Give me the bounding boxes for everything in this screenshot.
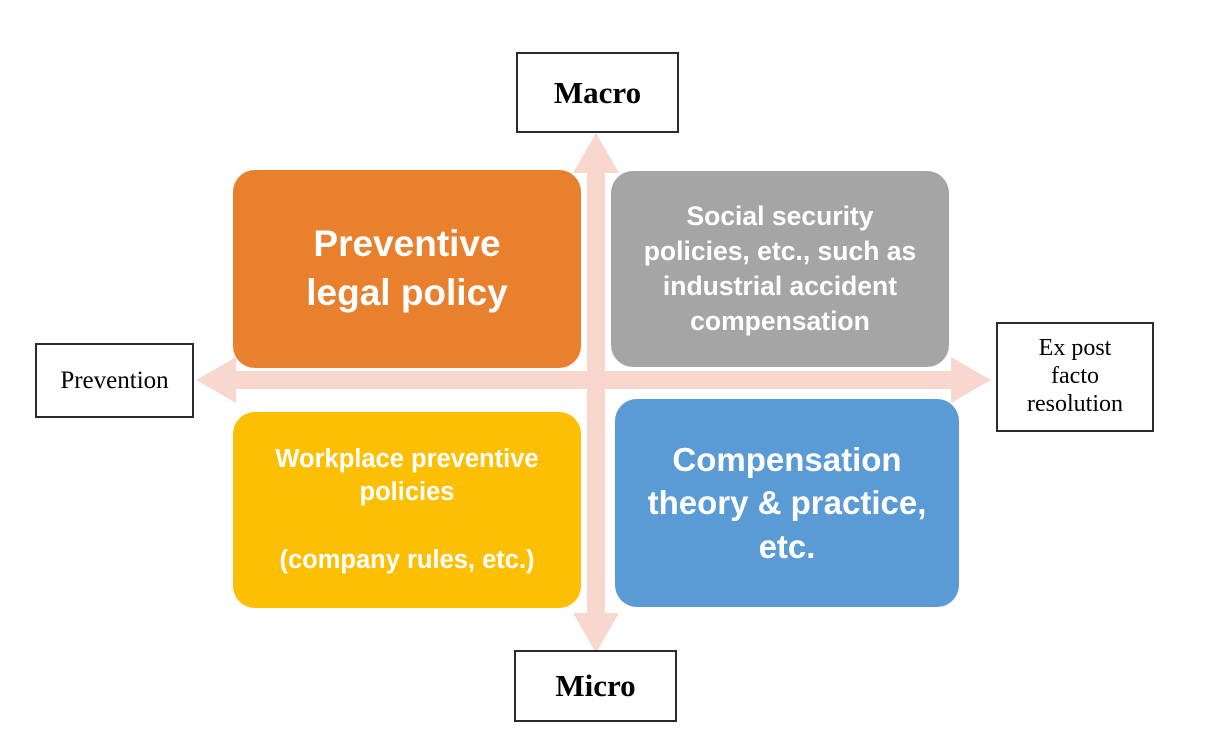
axis-label-macro-text: Macro bbox=[553, 74, 642, 110]
quadrant-label-bottom-left: Workplace preventive policies (company r… bbox=[275, 444, 539, 574]
quadrant-social-security-policies: Social security policies, etc., such as … bbox=[611, 171, 949, 367]
quadrant-preventive-legal-policy: Preventive legal policy bbox=[233, 170, 581, 368]
axis-label-ex-post-facto-resolution-text: Ex post facto resolution bbox=[1027, 335, 1123, 417]
double-headed-horizontal-arrow-icon bbox=[196, 357, 991, 403]
quadrant-label-bottom-right: Compensation theory & practice, etc. bbox=[647, 440, 927, 565]
quadrant-label-top-left: Preventive legal policy bbox=[306, 223, 508, 313]
quadrant-label-top-right: Social security policies, etc., such as … bbox=[643, 201, 917, 336]
axis-label-micro: Micro bbox=[514, 650, 677, 722]
quadrant-workplace-preventive-policies: Workplace preventive policies (company r… bbox=[233, 412, 581, 608]
axis-label-ex-post-facto-resolution: Ex post facto resolution bbox=[996, 322, 1154, 432]
axis-label-macro: Macro bbox=[516, 52, 679, 133]
axis-label-prevention-text: Prevention bbox=[60, 367, 169, 394]
axis-label-micro-text: Micro bbox=[555, 668, 636, 704]
double-headed-vertical-arrow-icon bbox=[573, 133, 619, 653]
quadrant-compensation-theory-practice: Compensation theory & practice, etc. bbox=[615, 399, 959, 607]
axis-label-prevention: Prevention bbox=[35, 343, 194, 418]
